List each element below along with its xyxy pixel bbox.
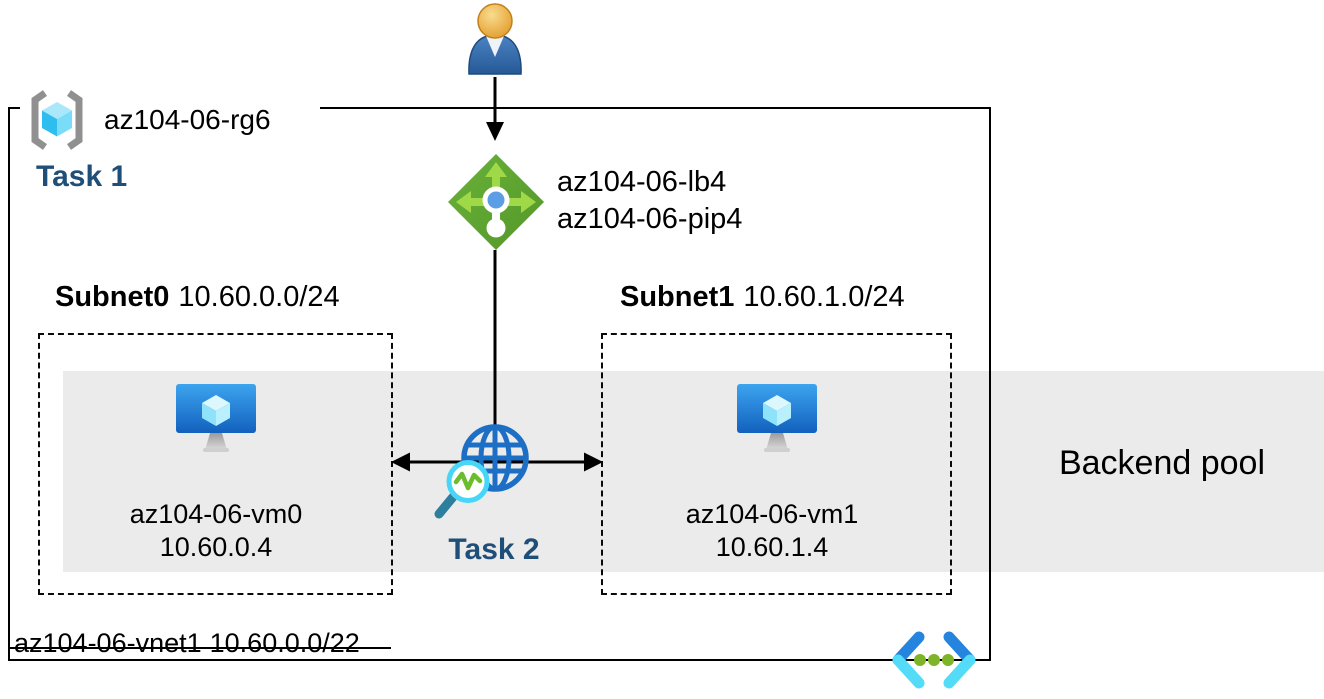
vm0-label: az104-06-vm0 10.60.0.4 (96, 498, 336, 564)
vm0-name: az104-06-vm0 (129, 499, 303, 529)
vnet-name: az104-06-vnet1 (14, 628, 202, 658)
vm-monitor-cube-icon (737, 384, 817, 452)
vnet-cidr: 10.60.0.0/22 (209, 628, 360, 658)
globe-magnifier-icon (434, 424, 529, 519)
resource-group-box (8, 107, 991, 661)
task1-label: Task 1 (36, 160, 128, 193)
resource-group-label: az104-06-rg6 (104, 104, 271, 135)
task2-label: Task 2 (448, 533, 540, 566)
vm-monitor-cube-icon (176, 384, 256, 452)
subnet1-name: Subnet1 (620, 281, 735, 313)
subnet1-cidr: 10.60.1.0/24 (743, 281, 905, 313)
vnet-chevrons-dots-icon (892, 631, 976, 689)
resource-group-brackets-cube-icon (31, 90, 83, 150)
person-icon (468, 3, 522, 75)
vm1-name: az104-06-vm1 (685, 499, 859, 529)
vm1-label: az104-06-vm1 10.60.1.4 (652, 498, 892, 564)
vm0-ip: 10.60.0.4 (159, 532, 273, 562)
public-ip-name: az104-06-pip4 (557, 203, 743, 235)
resource-group-header: az104-06-rg6 (20, 84, 320, 156)
load-balancer-name: az104-06-lb4 (557, 166, 727, 198)
load-balancer-diamond-icon (448, 154, 544, 250)
vm1-ip: 10.60.1.4 (715, 532, 829, 562)
load-balancer-labels: az104-06-lb4 az104-06-pip4 (557, 164, 742, 238)
subnet0-name: Subnet0 (55, 281, 170, 313)
backend-pool-label: Backend pool (1058, 444, 1266, 482)
subnet0-cidr: 10.60.0.0/24 (178, 281, 340, 313)
backend-pool-band (63, 371, 1324, 572)
